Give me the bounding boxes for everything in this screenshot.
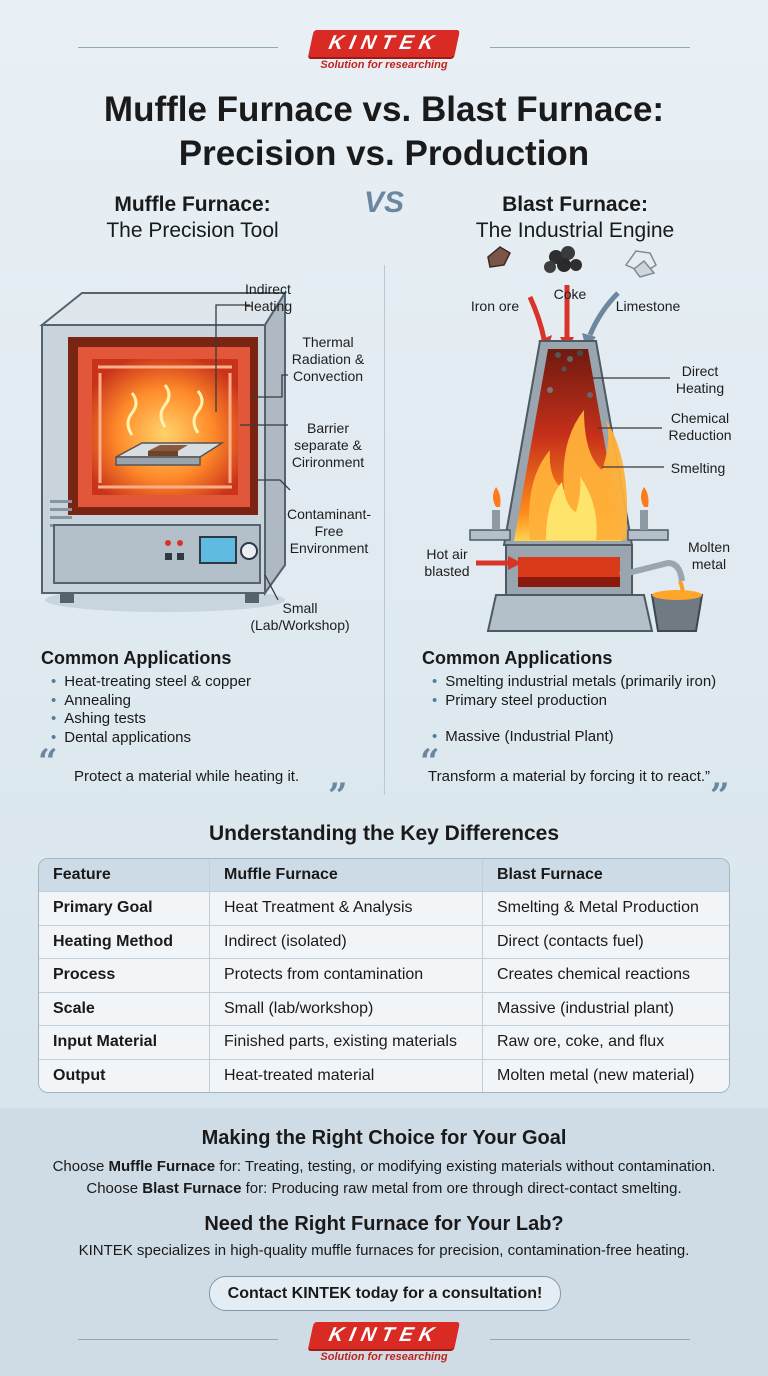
open-quote-icon: “ <box>38 742 58 782</box>
muffle-apps-list: Heat-treating steel & copper Annealing A… <box>41 673 371 747</box>
list-item: Ashing tests <box>51 710 371 729</box>
column-header: Muffle Furnace <box>209 859 482 891</box>
table-cell: Primary Goal <box>39 891 209 925</box>
vs-mark: VS <box>364 186 405 219</box>
list-item: Smelting industrial metals (primarily ir… <box>432 673 762 692</box>
table-cell: Finished parts, existing materials <box>209 1025 482 1059</box>
table-cell: Heat Treatment & Analysis <box>209 891 482 925</box>
table-cell: Input Material <box>39 1025 209 1059</box>
lab-text: KINTEK specializes in high-quality muffl… <box>78 1242 690 1259</box>
top-logo[interactable]: KINTEK Solution for researching <box>0 30 768 71</box>
logo-wordmark: KINTEK <box>307 1322 461 1349</box>
table-row: Scale Small (lab/workshop) Massive (indu… <box>39 991 729 1026</box>
logo-rule-right <box>490 1339 690 1340</box>
muffle-apps-title: Common Applications <box>41 648 232 668</box>
muffle-applications: Common Applications Heat-treating steel … <box>41 648 371 747</box>
table-cell: Massive (industrial plant) <box>482 991 729 1025</box>
choice-blast-line: Choose Blast Furnace for: Producing raw … <box>86 1180 682 1197</box>
table-cell: Scale <box>39 991 209 1026</box>
bottom-logo[interactable]: KINTEK Solution for researching <box>0 1322 768 1363</box>
logo-rule-left <box>78 47 278 48</box>
list-item: Annealing <box>51 692 371 711</box>
blast-furnace-illustration <box>469 246 704 632</box>
logo-rule-right <box>490 47 690 48</box>
list-item: Massive (Industrial Plant) <box>432 728 762 747</box>
column-header: Feature <box>39 859 209 891</box>
blast-heading-block: Blast Furnace: The Industrial Engine <box>455 192 695 244</box>
blast-scale-list: Massive (Industrial Plant) <box>422 728 762 747</box>
table-row: Heating Method Indirect (isolated) Direc… <box>39 924 729 959</box>
column-divider <box>384 265 385 795</box>
table-header-row: Feature Muffle Furnace Blast Furnace <box>39 859 729 891</box>
logo-tagline: Solution for researching <box>320 1351 448 1363</box>
blast-applications: Common Applications Smelting industrial … <box>422 648 762 747</box>
table-cell: Molten metal (new material) <box>482 1058 729 1092</box>
column-header: Blast Furnace <box>482 859 729 891</box>
list-item: Primary steel production <box>432 692 762 711</box>
label-size-small: Small(Lab/Workshop) <box>250 600 350 633</box>
muffle-heading-block: Muffle Furnace: The Precision Tool <box>85 192 300 244</box>
contact-button[interactable]: Contact KINTEK today for a consultation! <box>209 1276 561 1311</box>
blast-quote: Transform a material by forcing it to re… <box>428 768 711 785</box>
table-cell: Protects from contamination <box>209 958 482 992</box>
label-coke: Coke <box>553 286 587 302</box>
muffle-quote: Protect a material while heating it. <box>74 768 300 785</box>
table-row: Process Protects from contamination Crea… <box>39 958 729 992</box>
blast-apps-list: Smelting industrial metals (primarily ir… <box>422 673 762 710</box>
open-quote-icon: “ <box>420 742 440 782</box>
table-row: Primary Goal Heat Treatment & Analysis S… <box>39 891 729 925</box>
table-title: Understanding the Key Differences <box>208 822 560 845</box>
blast-subheading: The Industrial Engine <box>475 219 675 242</box>
label-limestone: Limestone <box>615 298 681 314</box>
logo-rule-left <box>78 1339 278 1340</box>
table-cell: Direct (contacts fuel) <box>482 924 729 958</box>
comparison-table: Feature Muffle Furnace Blast Furnace Pri… <box>38 858 730 1093</box>
table-cell: Process <box>39 958 209 992</box>
page-title: Muffle Furnace vs. Blast Furnace: Precis… <box>103 90 665 173</box>
close-quote-icon: ” <box>710 776 730 816</box>
logo-wordmark: KINTEK <box>307 30 461 57</box>
table-cell: Small (lab/workshop) <box>209 991 482 1025</box>
muffle-furnace-illustration <box>39 289 291 612</box>
table-cell: Heat-treated material <box>209 1058 482 1092</box>
table-cell: Indirect (isolated) <box>209 924 482 958</box>
label-smelting: Smelting <box>670 460 726 476</box>
blast-heading: Blast Furnace: <box>502 193 648 216</box>
list-item: Heat-treating steel & copper <box>51 673 371 692</box>
choice-title: Making the Right Choice for Your Goal <box>201 1127 567 1149</box>
lab-title: Need the Right Furnace for Your Lab? <box>204 1213 564 1235</box>
logo-tagline: Solution for researching <box>320 59 448 71</box>
list-item: Dental applications <box>51 729 371 748</box>
muffle-subheading: The Precision Tool <box>106 219 279 242</box>
muffle-heading: Muffle Furnace: <box>114 193 271 216</box>
table-row: Input Material Finished parts, existing … <box>39 1025 729 1059</box>
table-cell: Raw ore, coke, and flux <box>482 1025 729 1059</box>
table-cell: Output <box>39 1058 209 1093</box>
table-row: Output Heat-treated material Molten meta… <box>39 1058 729 1093</box>
table-cell: Heating Method <box>39 924 209 959</box>
choice-muffle-line: Choose Muffle Furnace for: Treating, tes… <box>52 1158 716 1175</box>
table-cell: Smelting & Metal Production <box>482 891 729 925</box>
label-iron-ore: Iron ore <box>470 298 520 314</box>
blast-apps-title: Common Applications <box>422 648 613 668</box>
close-quote-icon: ” <box>328 776 348 816</box>
table-cell: Creates chemical reactions <box>482 958 729 992</box>
